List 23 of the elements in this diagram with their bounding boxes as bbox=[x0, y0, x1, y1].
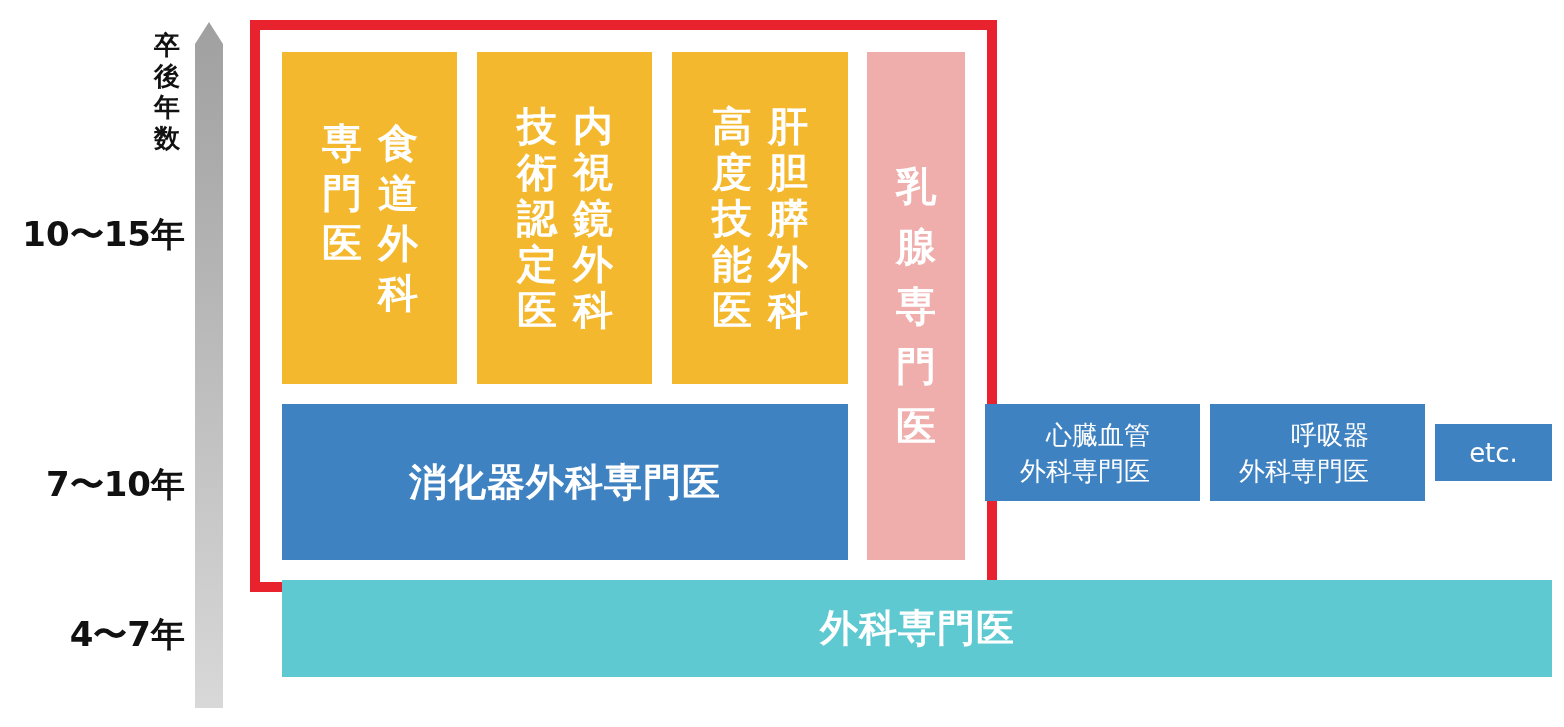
category-box bbox=[985, 404, 1200, 501]
axis-tick-label: 7〜10年 bbox=[45, 463, 185, 506]
box-label: 食道外科専門医 bbox=[321, 119, 418, 318]
box-label: 乳腺専門医 bbox=[896, 162, 936, 451]
axis-title: 卒後年数 bbox=[152, 30, 181, 154]
category-box bbox=[477, 52, 652, 384]
frame-border bbox=[250, 20, 997, 592]
category-box bbox=[282, 580, 1552, 677]
box-label: 内視鏡外科技術認定医 bbox=[516, 103, 613, 333]
category-box bbox=[282, 404, 848, 560]
box-label: 心臓血管外科専門医 bbox=[1020, 418, 1151, 488]
category-box bbox=[672, 52, 848, 384]
box-label: etc. bbox=[1469, 436, 1518, 470]
category-box bbox=[1210, 404, 1425, 501]
box-label: 外科専門医 bbox=[819, 605, 1015, 652]
box-label: 肝胆膵外科高度技能医 bbox=[712, 103, 808, 333]
box-label: 消化器外科専門医 bbox=[409, 458, 721, 506]
box-label: 呼吸器外科専門医 bbox=[1238, 418, 1370, 488]
axis-tick-label: 4〜7年 bbox=[68, 613, 185, 656]
axis-tick-label: 10〜15年 bbox=[21, 213, 185, 256]
category-box bbox=[1435, 424, 1552, 481]
category-box bbox=[282, 52, 457, 384]
category-box bbox=[867, 52, 965, 560]
